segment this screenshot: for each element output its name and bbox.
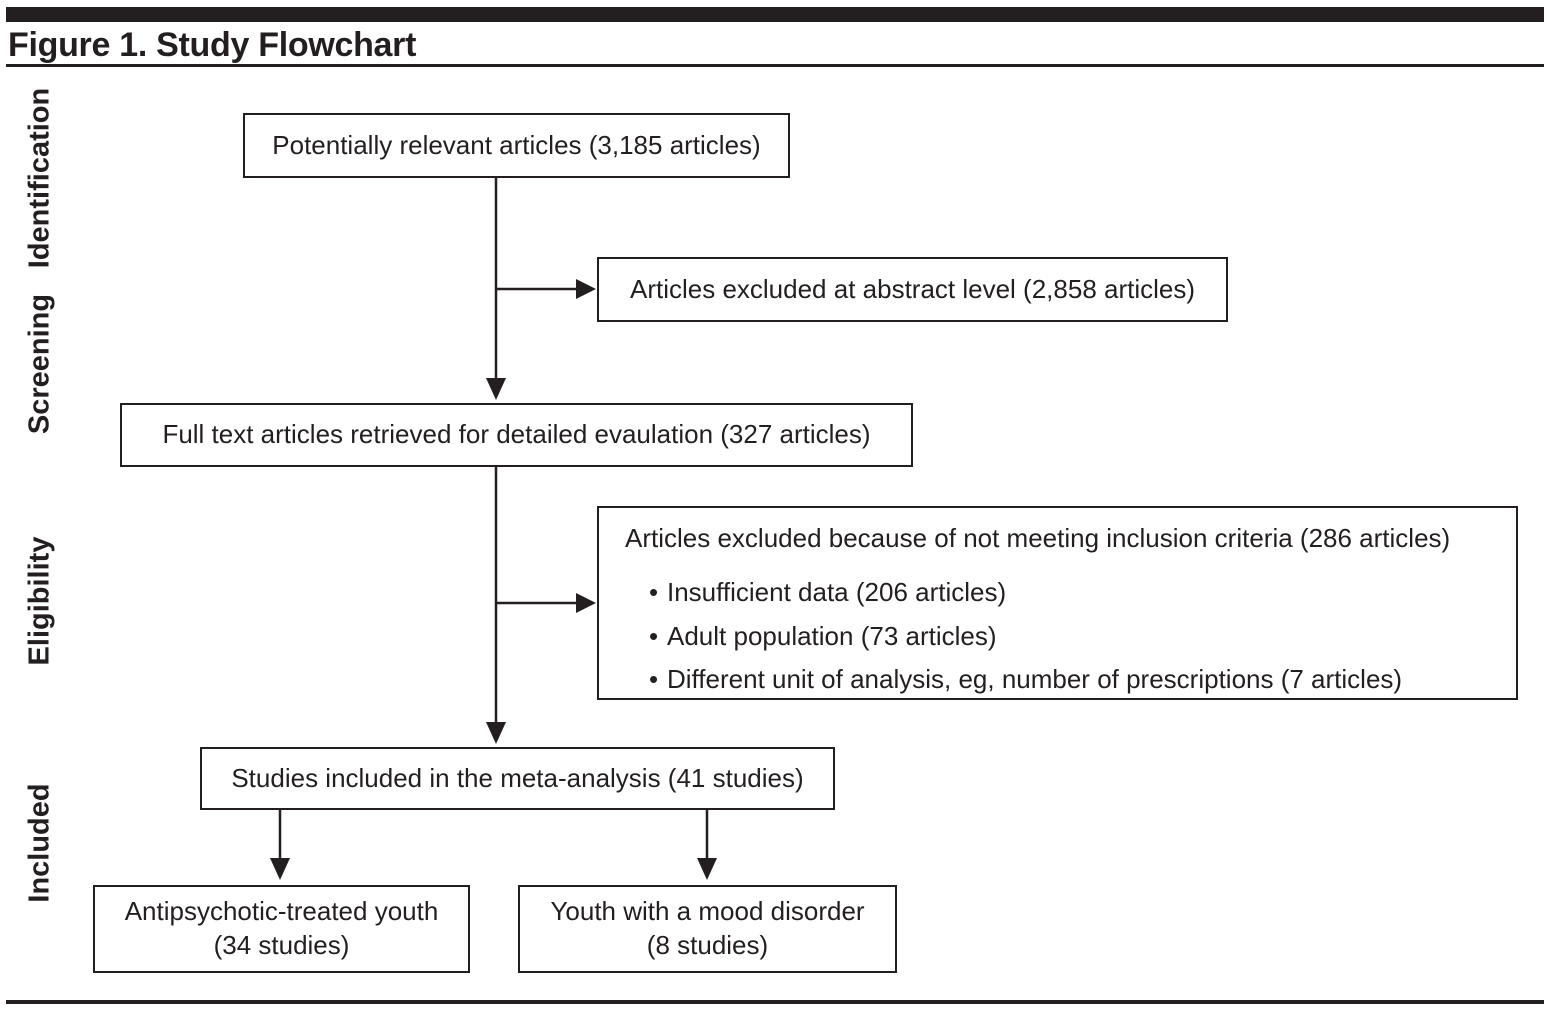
stage-label-eligibility: Eligibility (23, 536, 56, 666)
box-excluded-criteria-heading: Articles excluded because of not meeting… (625, 523, 1451, 553)
exclusion-bullet-item: Adult population (73 articles) (625, 620, 1402, 654)
bottom-divider-rule (6, 1000, 1544, 1004)
excluded-criteria-bullet-list: Insufficient data (206 articles) Adult p… (625, 566, 1402, 697)
box-full-text-text: Full text articles retrieved for detaile… (162, 419, 871, 450)
box-potentially-relevant: Potentially relevant articles (3,185 art… (243, 113, 790, 178)
box-excluded-abstract: Articles excluded at abstract level (2,8… (597, 257, 1228, 322)
box-antipsychotic-youth-line2: (34 studies) (213, 930, 350, 960)
box-excluded-criteria: Articles excluded because of not meeting… (597, 506, 1518, 700)
box-included-meta-text: Studies included in the meta-analysis (4… (231, 762, 804, 793)
arrow-meta-to-mood (697, 810, 717, 880)
exclusion-bullet-item: Insufficient data (206 articles) (625, 576, 1402, 610)
title-underline-rule (6, 64, 1544, 67)
box-mood-disorder-youth-line2: (8 studies) (646, 930, 769, 960)
stage-label-screening: Screening (23, 293, 56, 435)
box-included-meta: Studies included in the meta-analysis (4… (200, 747, 835, 810)
stage-label-identification: Identification (23, 87, 56, 269)
arrow-identification-to-fulltext (486, 178, 506, 400)
box-mood-disorder-youth-line1: Youth with a mood disorder (550, 896, 865, 927)
arrow-branch-excluded-criteria (496, 593, 596, 613)
box-potentially-relevant-text: Potentially relevant articles (3,185 art… (272, 129, 761, 160)
top-divider-bar (6, 7, 1544, 22)
exclusion-bullet-item: Different unit of analysis, eg, number o… (625, 663, 1402, 697)
box-full-text: Full text articles retrieved for detaile… (120, 403, 913, 467)
box-mood-disorder-youth: Youth with a mood disorder (8 studies) (518, 885, 897, 973)
box-antipsychotic-youth: Antipsychotic-treated youth (34 studies) (93, 885, 470, 973)
figure-title: Figure 1. Study Flowchart (8, 26, 417, 64)
box-antipsychotic-youth-line1: Antipsychotic-treated youth (124, 896, 439, 927)
arrow-branch-excluded-abstract (496, 279, 596, 299)
box-excluded-abstract-text: Articles excluded at abstract level (2,8… (629, 273, 1196, 304)
arrow-meta-to-antipsychotic (270, 810, 290, 880)
arrow-fulltext-to-included (486, 467, 506, 744)
stage-label-included: Included (23, 783, 56, 903)
